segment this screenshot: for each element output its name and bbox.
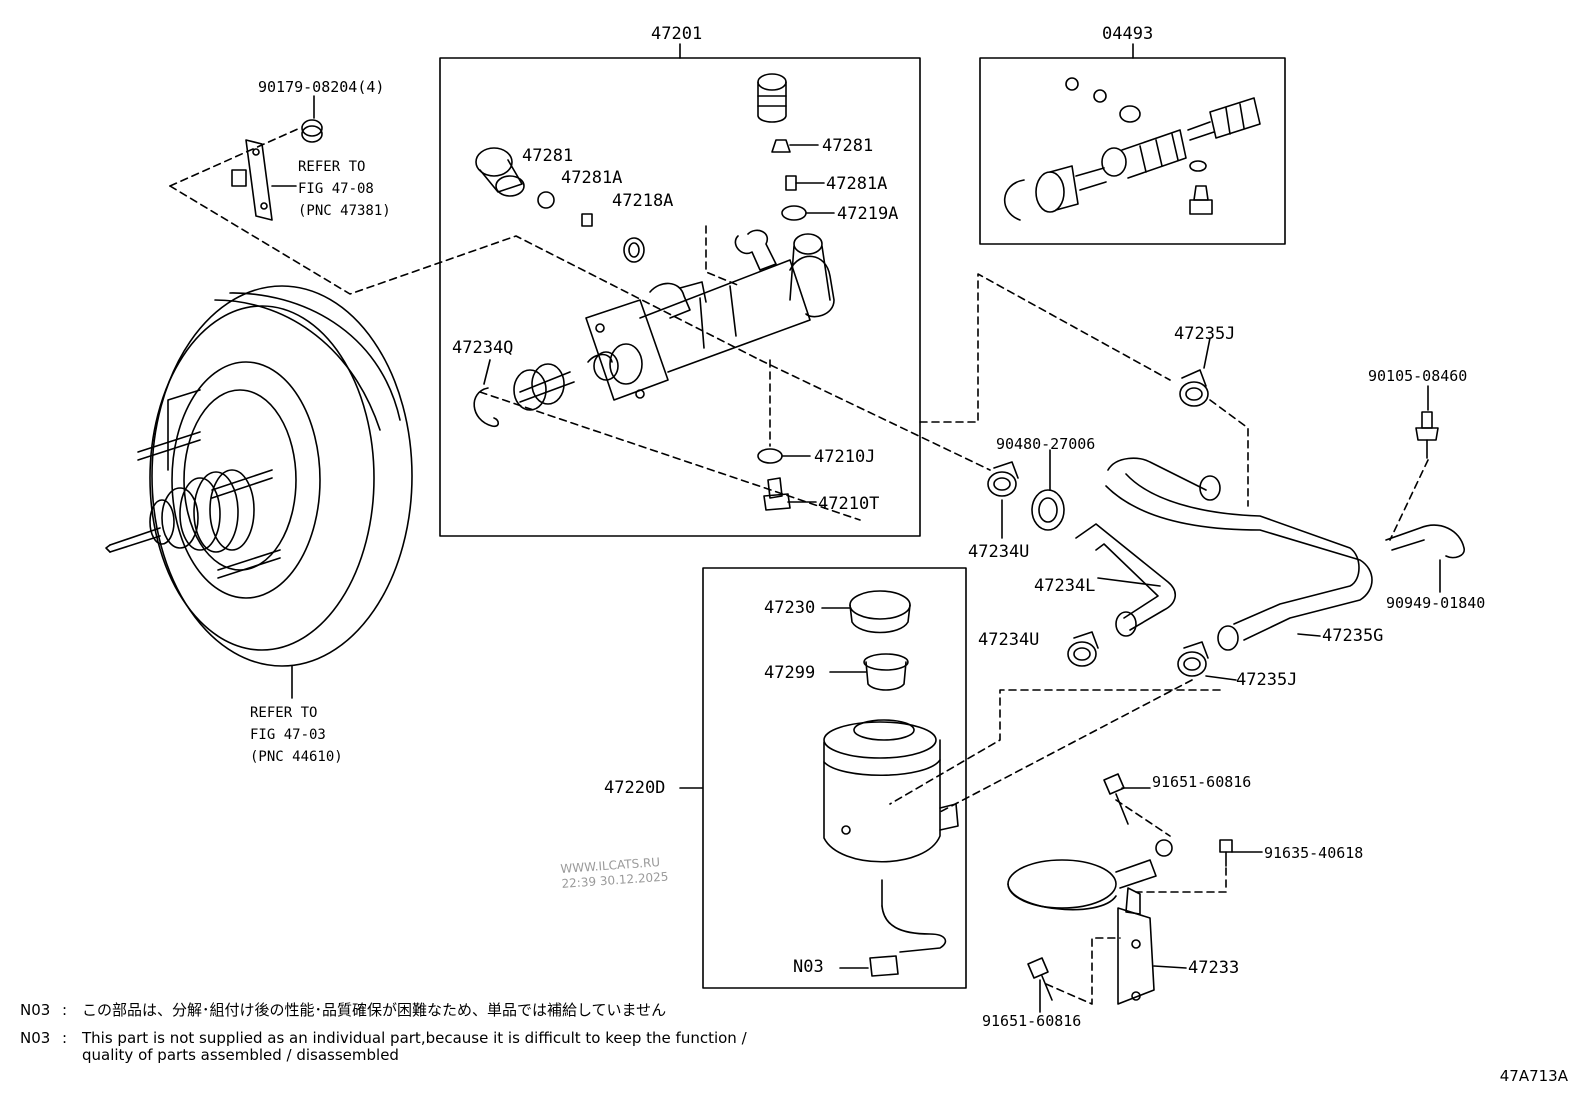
footnote-code: N03 — [20, 1029, 51, 1047]
label-47210J[interactable]: 47210J — [814, 447, 876, 467]
seal-47218A — [623, 237, 645, 263]
refer-line-2: FIG 47-03 — [250, 727, 326, 743]
label-47281A-right[interactable]: 47281A — [826, 174, 888, 194]
screw-47281A-right — [785, 175, 825, 191]
refer-line-3: (PNC 47381) — [298, 203, 391, 219]
strainer-47299 — [829, 653, 909, 691]
reservoir-grommet-47281-right — [757, 73, 787, 123]
label-90179-08204[interactable]: 90179-08204(4) — [258, 78, 385, 96]
label-47218A[interactable]: 47218A — [612, 191, 674, 211]
dashed-linkages — [169, 127, 1429, 1005]
bolt-91651-bottom — [1027, 957, 1053, 1013]
label-04493[interactable]: 04493 — [1102, 24, 1154, 44]
nut-90179 — [301, 95, 323, 143]
group-box-47220D — [702, 567, 967, 989]
refer-line-3: (PNC 44610) — [250, 749, 343, 765]
footnote-n03-japanese: N03 : この部品は、分解･組付け後の性能･品質確保が困難なため、単品では補給… — [20, 1002, 820, 1020]
label-N03[interactable]: N03 — [793, 957, 824, 977]
label-47234L[interactable]: 47234L — [1034, 576, 1096, 596]
footnote-text: この部品は、分解･組付け後の性能･品質確保が困難なため、単品では補給していません — [82, 1001, 667, 1019]
snap-ring-47234Q — [473, 359, 500, 428]
clamp-47235J-top — [1179, 337, 1211, 407]
gasket-47219A — [781, 205, 835, 221]
label-90949-01840[interactable]: 90949-01840 — [1386, 594, 1486, 612]
refer-to-fig-47-03[interactable]: REFER TO FIG 47-03 (PNC 44610) — [250, 702, 343, 768]
level-sensor-n03 — [839, 879, 947, 977]
footnote-code: N03 — [20, 1001, 51, 1019]
label-47281-left[interactable]: 47281 — [522, 146, 574, 166]
label-47281-right[interactable]: 47281 — [822, 136, 874, 156]
label-91635-40618[interactable]: 91635-40618 — [1264, 844, 1364, 862]
screw-47281A-left — [581, 213, 593, 227]
label-91651-60816-top[interactable]: 91651-60816 — [1152, 773, 1252, 791]
label-47299[interactable]: 47299 — [764, 663, 816, 683]
label-47220D[interactable]: 47220D — [604, 778, 666, 798]
clamp-47234U-bottom — [1067, 631, 1099, 667]
footnote-separator: : — [62, 1029, 68, 1047]
reservoir-cap-47230 — [821, 590, 911, 634]
label-47235G[interactable]: 47235G — [1322, 626, 1384, 646]
label-47210T[interactable]: 47210T — [818, 494, 880, 514]
refer-to-fig-47-08[interactable]: REFER TO FIG 47-08 (PNC 47381) — [298, 156, 391, 222]
footnote-separator: : — [62, 1001, 68, 1019]
footnote-text-continued: quality of parts assembled / disassemble… — [82, 1046, 399, 1064]
bracket-47381 — [231, 139, 297, 221]
refer-line-2: FIG 47-08 — [298, 181, 374, 197]
reservoir-bracket-47233 — [1007, 839, 1187, 1005]
clamp-90480 — [1031, 449, 1065, 531]
hose-47234L — [1075, 523, 1176, 637]
refer-line-1: REFER TO — [250, 705, 318, 721]
brake-booster — [105, 285, 413, 699]
clamp-47235J-bottom — [1177, 641, 1237, 681]
bolt-90105 — [1415, 385, 1439, 459]
reservoir-grommet-47281-left — [475, 147, 525, 197]
reservoir-tank — [679, 719, 959, 863]
label-47230[interactable]: 47230 — [764, 598, 816, 618]
master-cylinder-47201 — [513, 229, 835, 411]
repair-kit-04493 — [1003, 77, 1261, 221]
figure-id: 47A713A — [1499, 1067, 1568, 1085]
label-47235J-bottom[interactable]: 47235J — [1236, 670, 1298, 690]
label-47201[interactable]: 47201 — [651, 24, 703, 44]
label-47219A[interactable]: 47219A — [837, 204, 899, 224]
footnote-n03-english: N03 : This part is not supplied as an in… — [20, 1030, 820, 1066]
gasket-47210J — [757, 448, 811, 464]
bolt-47210T — [763, 477, 817, 511]
hose-clip-90949 — [1385, 524, 1465, 593]
footnote-text: This part is not supplied as an individu… — [82, 1029, 747, 1047]
clamp-47234U-top — [987, 461, 1019, 539]
label-47234U-top[interactable]: 47234U — [968, 542, 1030, 562]
refer-line-1: REFER TO — [298, 159, 366, 175]
group-box-04493 — [979, 57, 1286, 245]
plug-47281-left-small — [537, 191, 555, 209]
pin-47281-small — [771, 139, 819, 153]
label-90105-08460[interactable]: 90105-08460 — [1368, 367, 1468, 385]
label-47234U-bottom[interactable]: 47234U — [978, 630, 1040, 650]
label-47281A-left[interactable]: 47281A — [561, 168, 623, 188]
label-47233[interactable]: 47233 — [1188, 958, 1240, 978]
label-91651-60816-bottom[interactable]: 91651-60816 — [982, 1012, 1082, 1030]
label-90480-27006[interactable]: 90480-27006 — [996, 435, 1096, 453]
bolt-91651-top — [1103, 773, 1151, 825]
bolt-91635 — [1219, 839, 1263, 867]
label-47235J-top[interactable]: 47235J — [1174, 324, 1236, 344]
hose-47235G — [1105, 457, 1373, 651]
label-47234Q[interactable]: 47234Q — [452, 338, 514, 358]
